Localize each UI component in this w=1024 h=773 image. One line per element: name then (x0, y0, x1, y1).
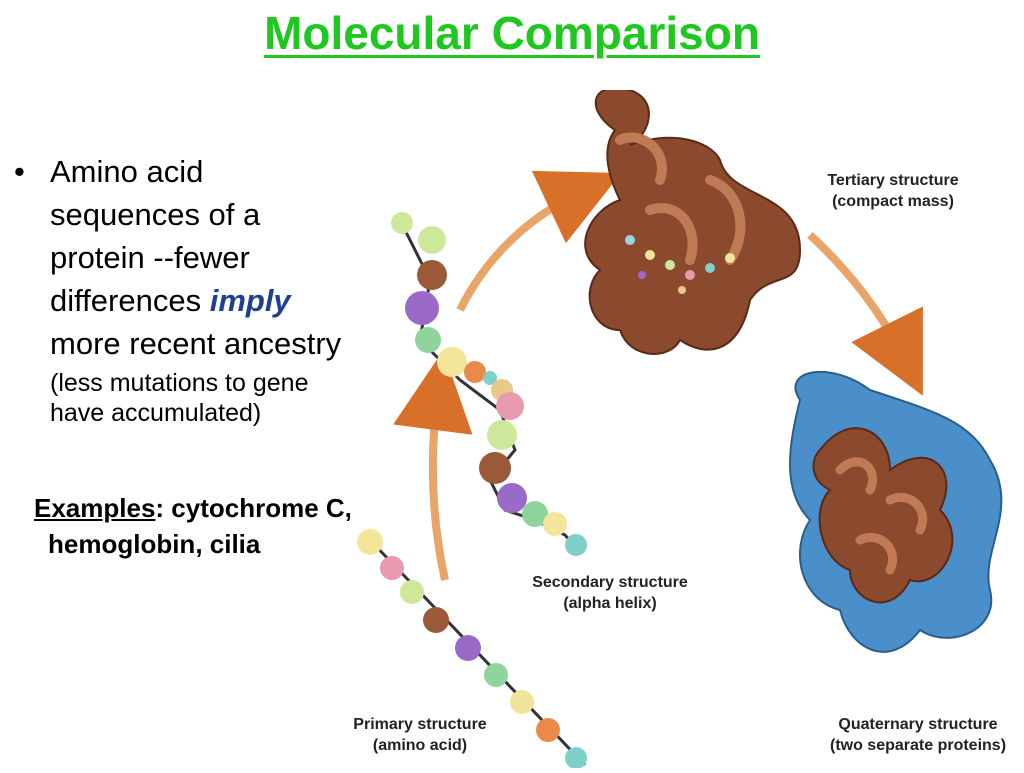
protein-figure-svg (357, 87, 1003, 769)
bullet-note-1: (less mutations to gene (50, 369, 309, 397)
caption-primary: Primary structure (amino acid) (340, 714, 500, 756)
emphasis-imply: imply (209, 283, 291, 318)
caption-quaternary-title: Quaternary structure (838, 716, 998, 733)
arrow-secondary-to-tertiary (456, 170, 622, 312)
secondary-helix-beads (391, 212, 587, 556)
caption-quaternary: Quaternary structure (two separate prote… (820, 714, 1016, 756)
bullet-marker: • (14, 154, 25, 189)
caption-tertiary-title: Tertiary structure (827, 172, 959, 189)
primary-chain-beads (357, 529, 587, 769)
bullet-line-1: Amino acid (50, 154, 204, 189)
examples-block: Examples: cytochrome C, hemoglobin, cili… (34, 490, 414, 562)
examples-line-1: : cytochrome C, (155, 493, 352, 523)
caption-tertiary-desc: (compact mass) (832, 193, 954, 210)
protein-structure-figure: Tertiary structure (compact mass) Second… (330, 87, 1024, 769)
caption-secondary-desc: (alpha helix) (563, 595, 657, 612)
bullet-text: Amino acid sequences of a protein --fewe… (50, 150, 404, 431)
caption-primary-title: Primary structure (353, 716, 487, 733)
caption-secondary-title: Secondary structure (532, 574, 688, 591)
caption-primary-desc: (amino acid) (372, 737, 468, 754)
arrow-primary-to-secondary (393, 350, 473, 581)
slide-title: Molecular Comparison (264, 7, 760, 59)
examples-line-2: hemoglobin, cilia (48, 529, 261, 559)
bullet-line-2: sequences of a (50, 197, 261, 232)
examples-label: Examples (34, 493, 156, 523)
bullet-line-5: more recent ancestry (50, 326, 342, 361)
quaternary-protein-shape (789, 370, 1003, 653)
bullet-point: • Amino acid sequences of a protein --fe… (14, 150, 404, 431)
arrow-tertiary-to-quaternary (807, 232, 923, 396)
tertiary-protein-shape (584, 87, 802, 355)
bullet-line-4: differences (50, 283, 210, 318)
caption-quaternary-desc: (two separate proteins) (829, 737, 1007, 754)
caption-secondary: Secondary structure (alpha helix) (510, 572, 710, 614)
caption-tertiary: Tertiary structure (compact mass) (808, 170, 978, 212)
bullet-note-2: have accumulated) (50, 399, 262, 427)
bullet-line-3: protein --fewer (50, 240, 250, 275)
